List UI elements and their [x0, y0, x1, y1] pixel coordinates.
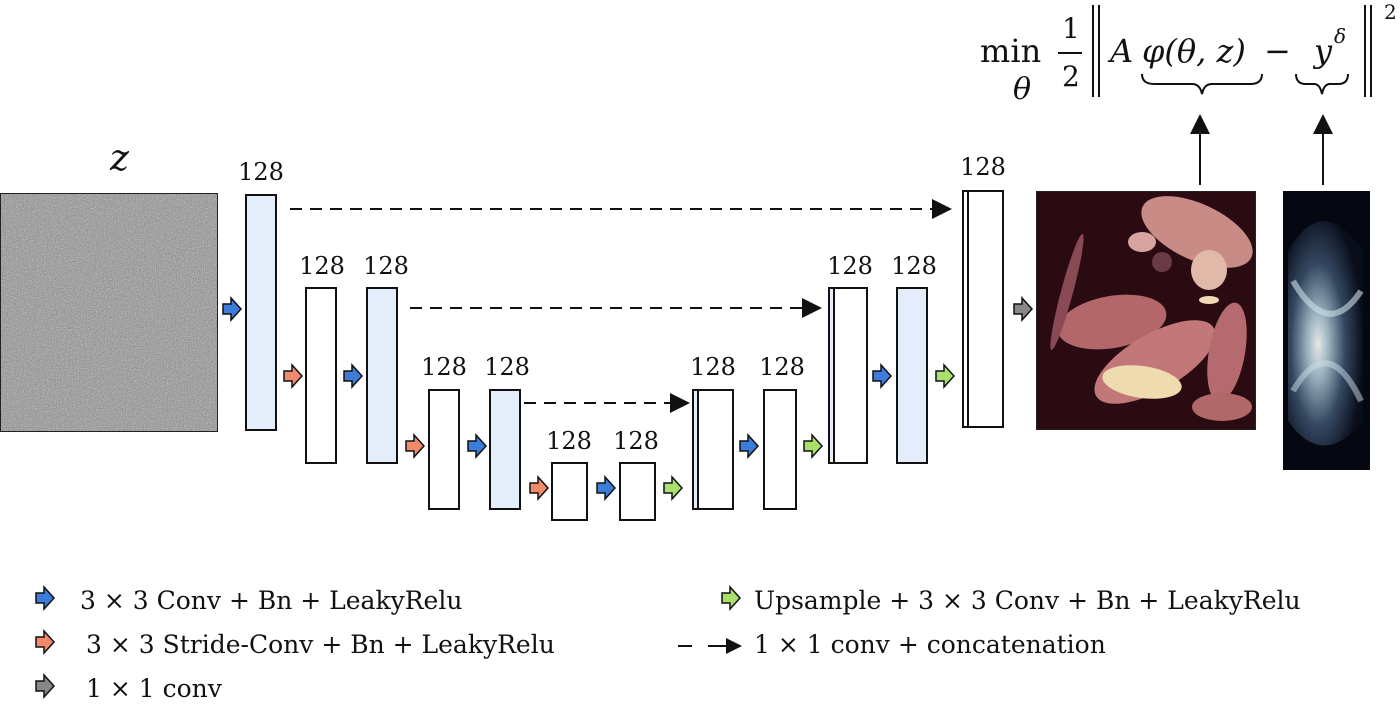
encoder-block-1 — [245, 194, 277, 431]
noise-input-image — [0, 193, 218, 432]
legend-upsample-icon — [721, 585, 742, 611]
channel-label-8: 128 — [690, 353, 736, 381]
formula-fraction-numerator: 1 — [1062, 12, 1080, 45]
formula-exponent: 2 — [1384, 0, 1397, 24]
decoder-block-2b — [896, 287, 928, 464]
input-z-label: z — [110, 138, 129, 179]
channel-label-1: 128 — [238, 158, 284, 186]
channel-label-2: 128 — [299, 252, 345, 280]
formula-min: min — [980, 32, 1042, 70]
decoder-block-1 — [962, 190, 1004, 428]
legend-conv1x1-icon — [35, 673, 56, 699]
channel-label-3: 128 — [363, 252, 409, 280]
decoder-block-2a — [828, 287, 868, 464]
legend-conv-icon — [35, 585, 56, 611]
upsample-arrow-1 — [663, 475, 684, 501]
legend-conv-label: 3 × 3 Conv + Bn + LeakyRelu — [80, 586, 463, 615]
channel-label-7: 128 — [613, 427, 659, 455]
stride-arrow-3 — [529, 475, 550, 501]
formula-y: y — [1314, 32, 1333, 70]
channel-label-12: 128 — [960, 153, 1006, 181]
conv-arrow-5 — [739, 433, 760, 459]
channel-label-6: 128 — [546, 427, 592, 455]
channel-label-10: 128 — [827, 252, 873, 280]
encoder-block-3b — [489, 389, 521, 510]
conv-arrow-4 — [596, 475, 617, 501]
encoder-block-2b — [366, 287, 398, 464]
conv1x1-arrow — [1013, 296, 1034, 322]
bottleneck-block-a — [551, 462, 588, 521]
channel-label-9: 128 — [759, 353, 805, 381]
formula-norm-right — [1364, 5, 1372, 97]
formula-norm-left — [1092, 5, 1100, 97]
formula-phi: φ(θ, z) — [1142, 32, 1246, 70]
encoder-block-2a — [305, 287, 337, 464]
stride-arrow-2 — [405, 433, 426, 459]
formula-theta-subscript: θ — [1013, 72, 1032, 107]
conv-arrow-6 — [872, 363, 893, 389]
legend-skip-label: 1 × 1 conv + concatenation — [754, 630, 1106, 659]
decoder-block-3b — [763, 389, 797, 510]
formula-minus: − — [1264, 32, 1291, 70]
decoder-block-3a — [692, 389, 734, 510]
upsample-arrow-2 — [803, 433, 824, 459]
legend-upsample-label: Upsample + 3 × 3 Conv + Bn + LeakyRelu — [754, 586, 1301, 615]
bottleneck-block-b — [619, 462, 656, 521]
channel-label-4: 128 — [421, 353, 467, 381]
legend-conv1x1-label: 1 × 1 conv — [86, 674, 222, 703]
stride-arrow-1 — [283, 363, 304, 389]
encoder-block-3a — [428, 389, 460, 510]
legend-stride-icon — [35, 629, 56, 655]
reconstruction-image — [1036, 191, 1256, 430]
formula-underbraces — [1141, 73, 1349, 95]
conv-arrow-1 — [222, 296, 243, 322]
conv-arrow-3 — [467, 433, 488, 459]
conv-arrow-2 — [343, 363, 364, 389]
legend-skip-arrowhead — [726, 638, 742, 654]
formula-fraction-bar — [1058, 52, 1082, 54]
channel-label-11: 128 — [891, 252, 937, 280]
formula-operator-A: A — [1110, 32, 1134, 70]
legend-stride-label: 3 × 3 Stride-Conv + Bn + LeakyRelu — [86, 630, 555, 659]
channel-label-5: 128 — [484, 353, 530, 381]
formula-delta: δ — [1334, 24, 1347, 48]
upsample-arrow-3 — [935, 363, 956, 389]
formula-fraction-denominator: 2 — [1062, 60, 1080, 93]
sinogram-image — [1283, 191, 1370, 470]
